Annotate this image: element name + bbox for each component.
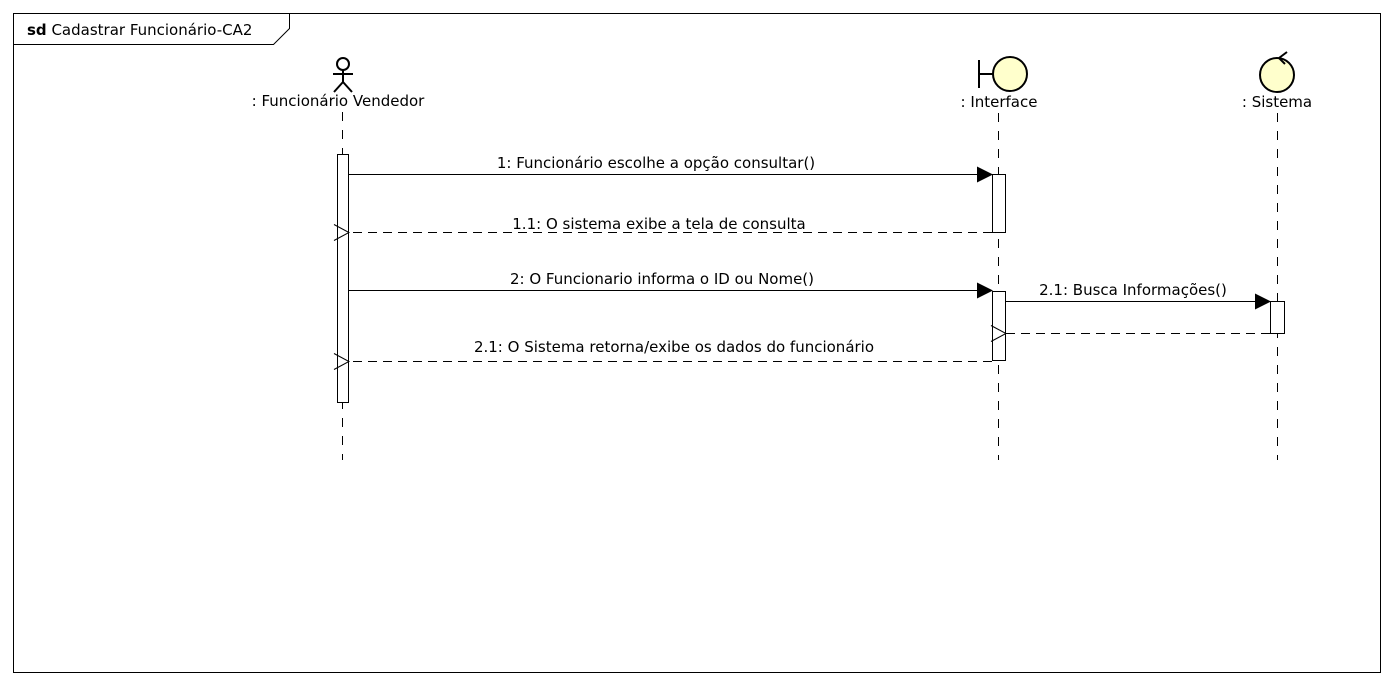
frame-tab [13, 13, 290, 45]
message-2-1-busca: 2.1: Busca Informações() [1006, 281, 1271, 310]
activation-bar [992, 174, 1006, 233]
actor-icon [333, 57, 353, 93]
activation-bar [992, 291, 1006, 361]
lifeline-funcionario-vendedor: : Funcionário Vendedor [252, 57, 425, 460]
message-2-1-exibe: 2.1: O Sistema retorna/exibe os dados do… [349, 338, 992, 362]
control-icon [1259, 51, 1295, 93]
lifeline-label: : Interface [961, 93, 1038, 111]
lifeline-label: : Sistema [1242, 93, 1312, 111]
boundary-icon [978, 56, 1028, 92]
lifeline-sistema: : Sistema [1242, 51, 1312, 460]
frame-border [13, 13, 1381, 673]
lifeline-label: : Funcionário Vendedor [252, 92, 425, 110]
message-label: 1.1: O sistema exibe a tela de consulta [512, 215, 805, 233]
message-1-1: 1.1: O sistema exibe a tela de consulta [349, 215, 992, 233]
message-1: 1: Funcionário escolhe a opção consultar… [349, 154, 993, 183]
frame-title: sd Cadastrar Funcionário-CA2 [27, 21, 252, 39]
message-label: 2.1: O Sistema retorna/exibe os dados do… [474, 338, 874, 356]
activation-bar [1270, 301, 1285, 334]
activation-bar [337, 154, 349, 403]
message-label: 2.1: Busca Informações() [1039, 281, 1227, 299]
message-label: 1: Funcionário escolhe a opção consultar… [497, 154, 815, 172]
message-label: 2: O Funcionario informa o ID ou Nome() [510, 270, 814, 288]
message-2: 2: O Funcionario informa o ID ou Nome() [349, 270, 993, 299]
